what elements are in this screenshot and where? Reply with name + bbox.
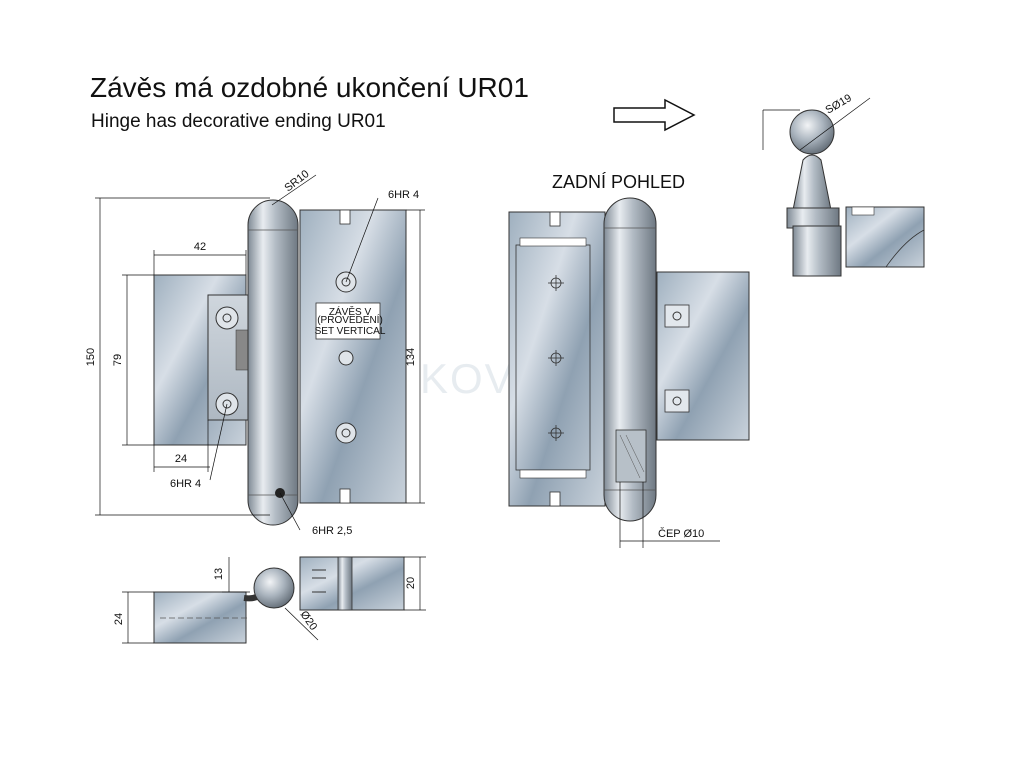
- ball-detail: [786, 109, 925, 277]
- title-czech: Závěs má ozdobné ukončení UR01: [90, 72, 529, 103]
- back-dimensions: [619, 482, 720, 548]
- front-barrel: [247, 199, 299, 526]
- back-view: [508, 197, 750, 522]
- label-plate-sub: (PROVEDENÍ): [317, 313, 383, 326]
- front-dimensions: [95, 174, 425, 531]
- dim-42: 42: [194, 241, 206, 253]
- dim-134: 134: [405, 348, 417, 366]
- watermark: KOV: [420, 355, 515, 402]
- label-sticker: [315, 302, 381, 340]
- dim-cep: ČEP Ø10: [658, 527, 704, 540]
- back-left-block: [508, 211, 606, 507]
- top-ball: [253, 567, 295, 609]
- arrow-right-icon: [613, 98, 696, 132]
- detail-block: [845, 206, 925, 268]
- screw-hole: [335, 422, 357, 444]
- back-view-label: ZADNÍ POHLED: [552, 172, 686, 192]
- dim-13: 13: [213, 568, 225, 580]
- detail-dimensions: [762, 97, 871, 151]
- decorative-ball: [789, 109, 835, 155]
- dim-ball: SØ19: [824, 92, 854, 116]
- dim-150: 150: [85, 348, 97, 366]
- top-view: [153, 556, 405, 644]
- dim-hr4-bottom: 6HR 4: [170, 478, 201, 490]
- top-dimensions: [122, 556, 426, 644]
- label-plate-text: ZÁVĚS V: [329, 305, 372, 318]
- dim-24-front: 24: [175, 453, 187, 465]
- dim-hr4-top: 6HR 4: [388, 189, 419, 201]
- dim-79: 79: [112, 354, 124, 366]
- dim-24-top: 24: [113, 613, 125, 625]
- dim-dia20: Ø20: [298, 609, 320, 633]
- screw-hole: [215, 306, 239, 330]
- front-view: ZÁVĚS V (PROVEDENÍ) SET VERTICAL: [153, 199, 407, 526]
- screw-hole: [338, 350, 354, 366]
- label-plate-bottom: SET VERTICAL: [315, 326, 386, 337]
- top-left-plate: [153, 591, 247, 644]
- pin: [615, 429, 647, 483]
- title-english: Hinge has decorative ending UR01: [91, 111, 386, 132]
- back-right-plate: [656, 271, 750, 441]
- dim-hr2-5: 6HR 2,5: [312, 525, 352, 537]
- dim-20: 20: [405, 577, 417, 589]
